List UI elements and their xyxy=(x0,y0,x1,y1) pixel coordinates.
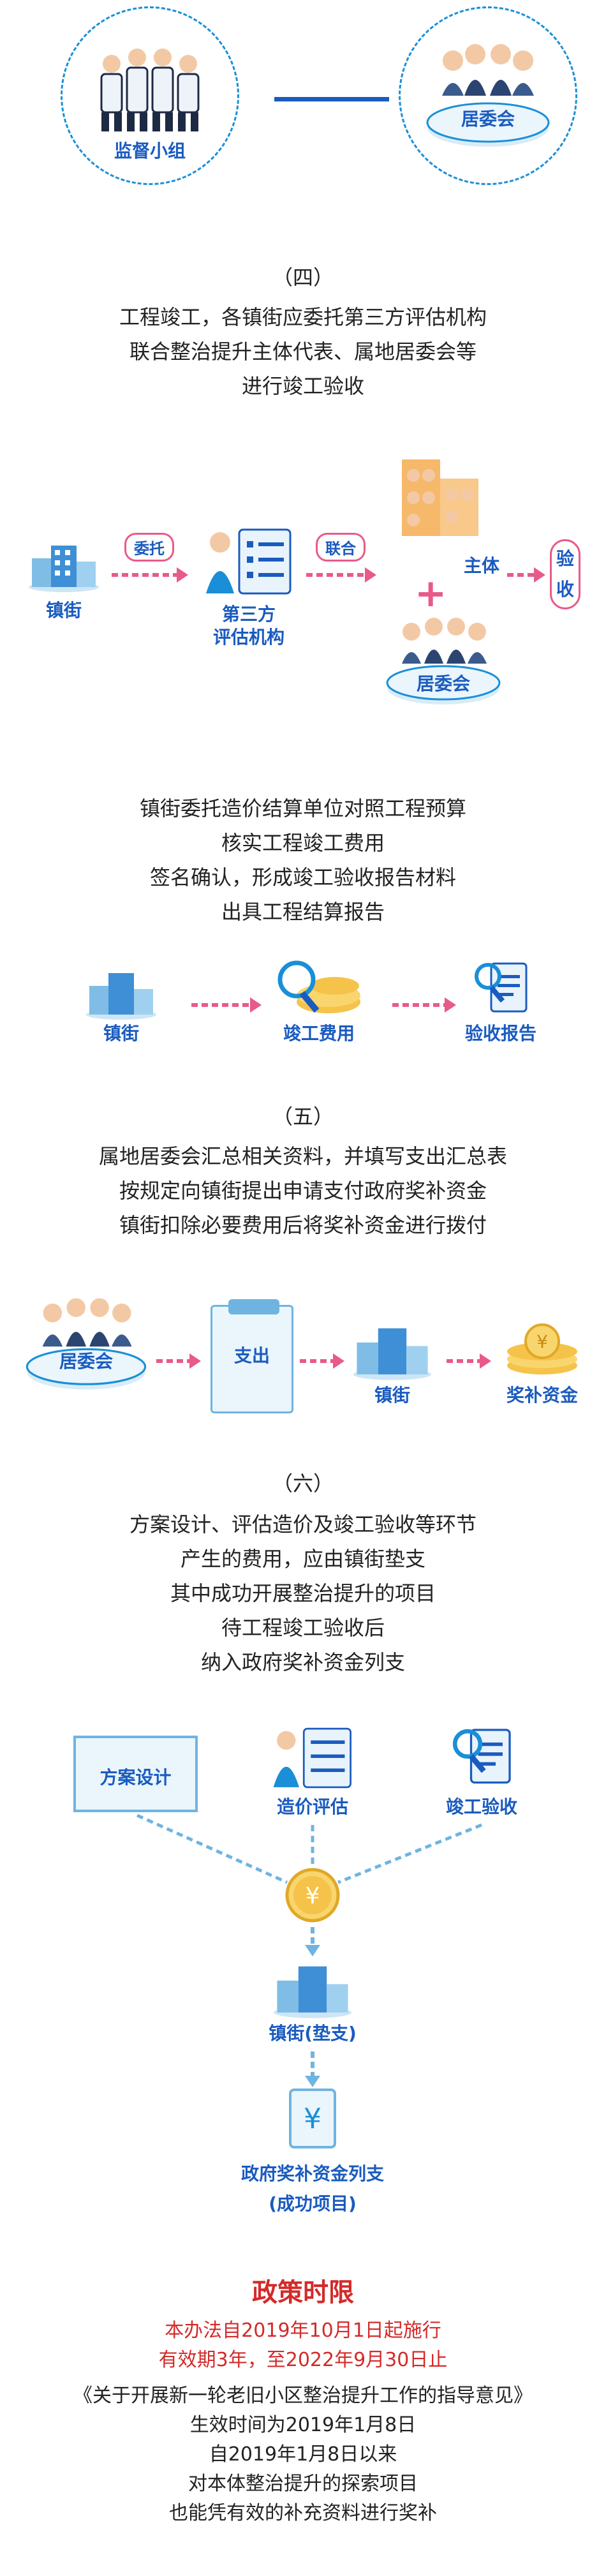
section5-line-3: 镇街扣除必要费用后将奖补资金进行拨付 xyxy=(119,1213,487,1237)
policy-red-line-1: 本办法自2019年10月1日起施行 xyxy=(165,2319,441,2342)
policy-block: 本办法自2019年10月1日起施行 有效期3年，至2022年9月30日止 《关于… xyxy=(0,2316,606,2528)
report-label: 验收报告 xyxy=(464,1023,536,1044)
s6-varrow-2 xyxy=(305,2051,320,2087)
subject-people-icon xyxy=(402,459,478,536)
cost-eval-label: 造价评估 xyxy=(276,1796,348,1817)
section4-line2-3: 签名确认，形成竣工验收报告材料 xyxy=(149,865,456,890)
gov-sub-label: (成功项目) xyxy=(269,2193,357,2214)
s6-coin-icon: ¥ xyxy=(285,1868,340,1923)
committee-people-icon xyxy=(426,44,550,147)
s4b-town-building-icon xyxy=(86,973,156,1020)
section4-line-3: 进行竣工验收 xyxy=(241,374,364,398)
policy-line-5: 也能凭有效的补充资料进行奖补 xyxy=(169,2502,437,2524)
s5-committee-icon xyxy=(26,1298,147,1390)
accept-label-2: 收 xyxy=(556,579,574,600)
section6-line-4: 待工程竣工验收后 xyxy=(221,1616,385,1640)
policy-line-1: 《关于开展新一轮老旧小区整治提升工作的指导意见》 xyxy=(73,2385,533,2407)
section4-paragraph-2: 镇街委托造价结算单位对照工程预算 核实工程竣工费用 签名确认，形成竣工验收报告材… xyxy=(0,791,606,929)
entrust-arrow xyxy=(112,567,188,583)
s6-accept-label: 竣工验收 xyxy=(445,1796,517,1817)
s5-committee-label: 居委会 xyxy=(59,1351,113,1372)
section4-line2-4: 出具工程结算报告 xyxy=(221,900,385,924)
section6-paragraph: 方案设计、评估造价及竣工验收等环节 产生的费用，应由镇街垫支 其中成功开展整治提… xyxy=(0,1507,606,1679)
s6-accept-doc-icon xyxy=(452,1729,511,1784)
section5-paragraph: 属地居委会汇总相关资料，并填写支出汇总表 按规定向镇街提出申请支付政府奖补资金 … xyxy=(0,1139,606,1242)
s6-town-building-icon xyxy=(273,1966,352,2018)
section4-line-2: 联合整治提升主体代表、属地居委会等 xyxy=(129,339,477,364)
s5-arrow-1 xyxy=(156,1353,201,1369)
section6-title: （六） xyxy=(272,1471,334,1496)
section4-paragraph: 工程竣工，各镇街应委托第三方评估机构 联合整治提升主体代表、属地居委会等 进行竣… xyxy=(0,300,606,403)
section5-title: （五） xyxy=(272,1105,334,1129)
section6-line-1: 方案设计、评估造价及竣工验收等环节 xyxy=(129,1512,477,1537)
policy-line-4: 对本体整治提升的探索项目 xyxy=(188,2473,418,2495)
policy-line-3: 自2019年1月8日以来 xyxy=(209,2443,397,2466)
converge-lines xyxy=(136,1813,482,1884)
fund-coins-icon: ¥ xyxy=(507,1323,577,1374)
joint-arrow xyxy=(306,567,376,583)
s6-town-label: 镇街(垫支) xyxy=(269,2023,357,2044)
s4b-arrow-1 xyxy=(191,997,262,1013)
cost-coins-icon xyxy=(277,960,360,1013)
s4-committee-label: 居委会 xyxy=(416,673,470,694)
section6-line-2: 产生的费用，应由镇街垫支 xyxy=(180,1547,425,1571)
section6-line-5: 纳入政府奖补资金列支 xyxy=(200,1650,405,1674)
s4-town-label: 镇街 xyxy=(45,600,82,621)
gov-doc-icon: ¥ xyxy=(289,2088,336,2148)
third-party-agency-icon xyxy=(206,528,292,595)
accept-label-1: 验 xyxy=(556,548,574,569)
policy-title: 政策时限 xyxy=(252,2278,354,2307)
section4-line2-1: 镇街委托造价结算单位对照工程预算 xyxy=(139,796,466,821)
committee-label: 居委会 xyxy=(461,108,515,130)
supervision-group-people-icon xyxy=(100,48,200,131)
s5-town-label: 镇街 xyxy=(374,1385,410,1406)
cost-label: 竣工费用 xyxy=(283,1023,355,1044)
accept-box: 验 收 xyxy=(550,539,580,609)
gov-label: 政府奖补资金列支 xyxy=(240,2163,384,2184)
supervision-circle xyxy=(61,6,239,185)
s5-arrow-3 xyxy=(447,1353,491,1369)
section4-title: （四） xyxy=(272,265,334,290)
policy-red-line-2: 有效期3年，至2022年9月30日止 xyxy=(158,2349,448,2371)
expense-form-icon: 支出 xyxy=(211,1299,293,1413)
s5-town-building-icon xyxy=(353,1328,432,1380)
fund-label: 奖补资金 xyxy=(506,1385,578,1406)
third-party-label: 第三方 评估机构 xyxy=(198,603,300,649)
plan-label: 方案设计 xyxy=(100,1767,172,1788)
plan-box: 方案设计 xyxy=(73,1736,198,1812)
section4-line-1: 工程竣工，各镇街应委托第三方评估机构 xyxy=(119,305,487,329)
section5-line-2: 按规定向镇街提出申请支付政府奖补资金 xyxy=(119,1179,487,1203)
town-building-icon xyxy=(29,546,99,592)
s6-varrow-1 xyxy=(305,1927,320,1956)
subject-label: 主体 xyxy=(463,555,499,576)
s4b-arrow-2 xyxy=(392,997,456,1013)
svg-text:¥: ¥ xyxy=(306,1883,320,1909)
supervision-label: 监督小组 xyxy=(114,140,186,161)
entrust-tag: 委托 xyxy=(124,533,174,562)
svg-text:¥: ¥ xyxy=(304,2103,321,2135)
policy-line-2: 生效时间为2019年1月8日 xyxy=(189,2414,417,2436)
report-doc-icon xyxy=(475,962,528,1013)
s5-arrow-2 xyxy=(300,1353,344,1369)
third-party-label-1: 第三方 xyxy=(221,604,276,625)
accept-arrow xyxy=(507,567,545,583)
section4-line2-2: 核实工程竣工费用 xyxy=(221,831,385,855)
committee-circle xyxy=(399,6,577,185)
joint-tag: 联合 xyxy=(316,533,366,562)
svg-text:¥: ¥ xyxy=(536,1331,548,1352)
s4b-town-label: 镇街 xyxy=(103,1023,139,1044)
s4-committee-icon xyxy=(386,618,501,704)
connector-line xyxy=(274,97,389,101)
third-party-label-2: 评估机构 xyxy=(212,627,285,648)
section6-line-3: 其中成功开展整治提升的项目 xyxy=(170,1581,436,1605)
cost-eval-icon xyxy=(273,1727,351,1789)
plus-icon: + xyxy=(415,571,447,616)
expense-label: 支出 xyxy=(233,1345,270,1366)
section5-line-1: 属地居委会汇总相关资料，并填写支出汇总表 xyxy=(98,1144,507,1168)
